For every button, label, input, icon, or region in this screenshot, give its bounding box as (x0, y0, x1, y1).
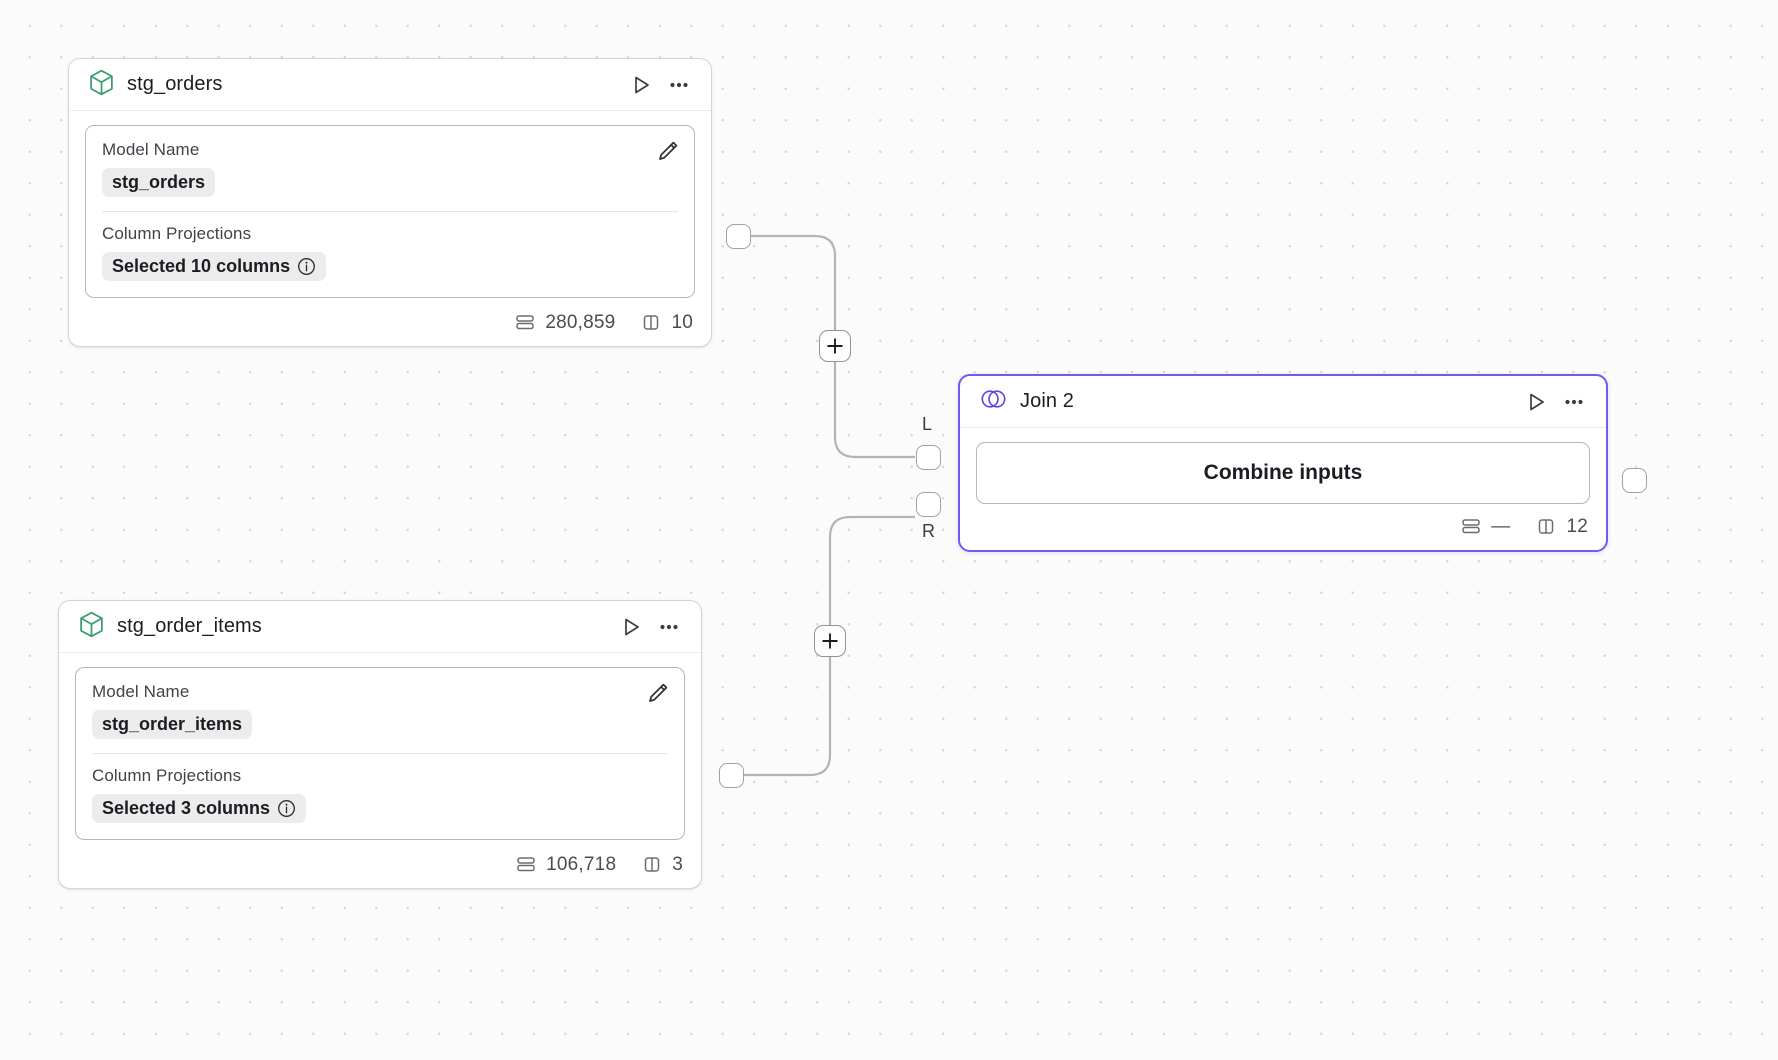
info-icon[interactable] (277, 799, 296, 818)
output-port-join-2[interactable] (1622, 468, 1647, 493)
node-header: Join 2 (960, 376, 1606, 428)
node-body: Model Name stg_orders Column Projections… (69, 111, 711, 304)
model-config-panel: Model Name stg_order_items Column Projec… (75, 667, 685, 840)
pencil-edit-icon[interactable] (645, 680, 671, 706)
model-name-label: Model Name (92, 682, 190, 701)
combine-inputs-button[interactable]: Combine inputs (976, 442, 1590, 504)
more-options-button[interactable] (1560, 388, 1588, 416)
node-stg-orders[interactable]: stg_orders (68, 58, 712, 347)
edge-add-node-button-upper[interactable] (819, 330, 851, 362)
panel-divider (92, 753, 668, 754)
row-count-value: 280,859 (545, 312, 616, 333)
model-name-value[interactable]: stg_orders (102, 168, 216, 197)
output-port-stg-order-items[interactable] (719, 763, 744, 788)
more-options-button[interactable] (655, 613, 683, 641)
row-count-value: 106,718 (546, 854, 617, 875)
node-title: stg_order_items (117, 615, 262, 637)
rows-icon (515, 854, 537, 876)
input-port-right-label: R (922, 521, 935, 541)
input-port-right[interactable] (916, 492, 941, 517)
column-projections-label: Column Projections (92, 766, 242, 785)
rows-icon (514, 312, 536, 334)
column-projections-value[interactable]: Selected 3 columns (92, 794, 307, 823)
column-count-value: 12 (1566, 516, 1588, 537)
run-button[interactable] (1522, 388, 1550, 416)
columns-icon (640, 312, 662, 334)
input-port-left-label: L (922, 414, 933, 434)
row-count-value: — (1491, 516, 1511, 537)
model-name-text: stg_orders (112, 172, 206, 192)
model-name-text: stg_order_items (102, 714, 243, 734)
node-header: stg_order_items (59, 601, 701, 653)
node-body: Model Name stg_order_items Column Projec… (59, 653, 701, 846)
column-count-value: 3 (672, 854, 683, 875)
venn-icon (980, 388, 1007, 415)
input-port-left[interactable] (916, 445, 941, 470)
node-title: Join 2 (1020, 390, 1074, 412)
column-count-stat: 12 (1535, 516, 1588, 538)
column-projections-label: Column Projections (102, 224, 252, 243)
row-count-stat: 280,859 (514, 312, 615, 334)
model-config-panel: Model Name stg_orders Column Projections… (85, 125, 695, 298)
info-icon[interactable] (297, 257, 316, 276)
node-stg-order-items[interactable]: stg_order_items (58, 600, 702, 889)
node-footer: — 12 (960, 508, 1606, 550)
model-name-label: Model Name (102, 140, 200, 159)
plus-icon (822, 633, 838, 649)
node-footer: 106,718 3 (59, 846, 701, 888)
edge-add-node-button-lower[interactable] (814, 625, 846, 657)
row-count-stat: — (1460, 516, 1510, 538)
column-count-value: 10 (671, 312, 693, 333)
rows-icon (1460, 516, 1482, 538)
column-projections-text: Selected 3 columns (102, 798, 271, 818)
output-port-stg-orders[interactable] (726, 224, 751, 249)
model-name-value[interactable]: stg_order_items (92, 710, 253, 739)
more-options-button[interactable] (665, 71, 693, 99)
column-projections-value[interactable]: Selected 10 columns (102, 252, 327, 281)
node-title: stg_orders (127, 73, 223, 95)
run-button[interactable] (617, 613, 645, 641)
panel-divider (102, 211, 678, 212)
column-projections-text: Selected 10 columns (112, 256, 291, 276)
cube-icon (89, 69, 114, 101)
columns-icon (1535, 516, 1557, 538)
plus-icon (827, 338, 843, 354)
node-body: Combine inputs (960, 428, 1606, 508)
pencil-edit-icon[interactable] (655, 138, 681, 164)
run-button[interactable] (627, 71, 655, 99)
node-footer: 280,859 10 (69, 304, 711, 346)
column-count-stat: 10 (640, 312, 693, 334)
column-count-stat: 3 (641, 854, 683, 876)
node-header: stg_orders (69, 59, 711, 111)
node-join-2[interactable]: Join 2 Combine inputs (958, 374, 1608, 552)
row-count-stat: 106,718 (515, 854, 616, 876)
cube-icon (79, 611, 104, 643)
columns-icon (641, 854, 663, 876)
